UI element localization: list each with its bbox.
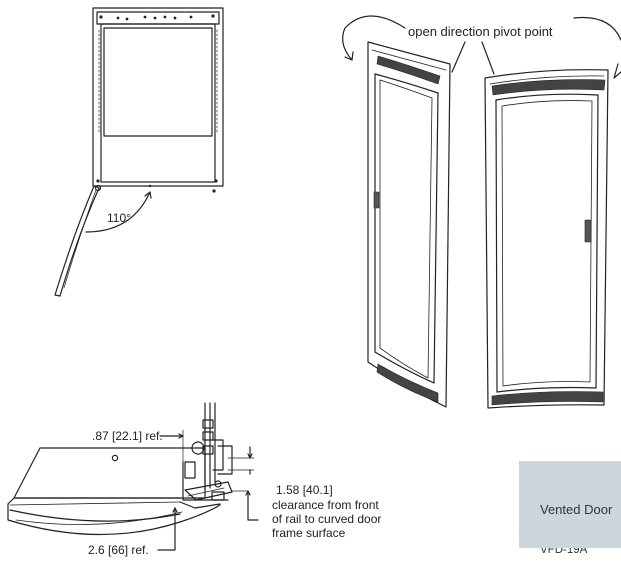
right-door-perspective: [484, 69, 609, 409]
door-table-header-text: Vented Door: [540, 502, 613, 517]
depth-dimension-label: 2.6 [66] ref.: [88, 543, 149, 557]
pivot-callout-label: open direction pivot point: [408, 24, 553, 39]
left-door-perspective: [367, 41, 451, 408]
clearance-note-line-1: clearance from front: [272, 498, 379, 512]
clearance-dimension-label: 1.58 [40.1]: [276, 483, 333, 497]
clearance-note-line-2: of rail to curved door: [272, 512, 382, 526]
door-table-row: VFD-19A: [519, 548, 621, 561]
door-table-header: Vented Door: [519, 461, 621, 548]
door-table-model: VFD-19A: [540, 548, 588, 556]
cabinet-top-view: [54, 7, 224, 297]
section-detail: [7, 402, 259, 551]
clearance-note-line-3: frame surface: [272, 526, 346, 540]
rail-dimension-label: .87 [22.1] ref.: [92, 429, 163, 443]
rotation-arrows: [342, 15, 621, 79]
swing-angle-label: 110°: [107, 211, 131, 225]
